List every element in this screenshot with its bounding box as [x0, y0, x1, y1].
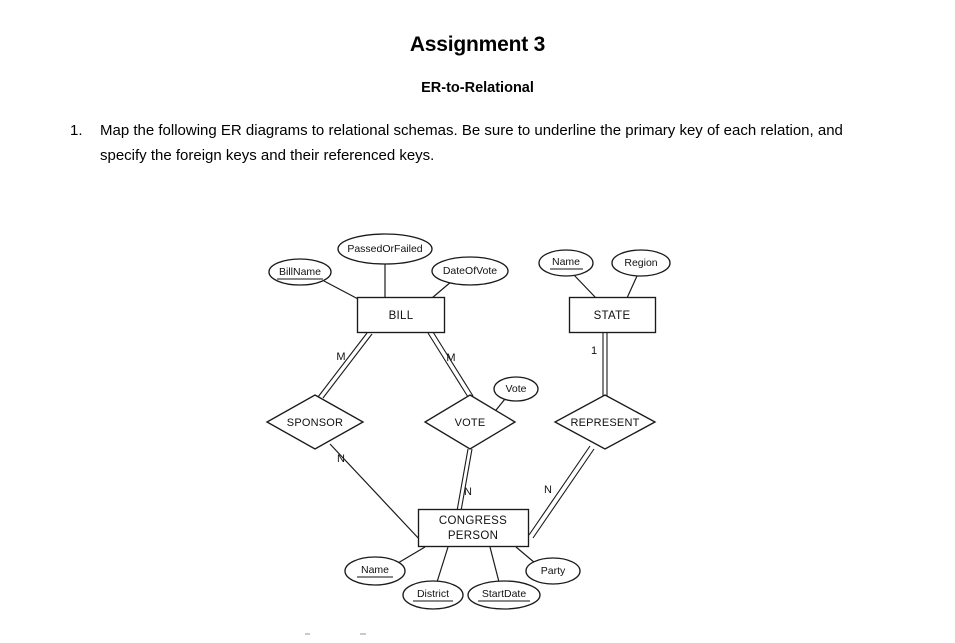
attribute-passedorfailed: PassedOrFailed [337, 233, 433, 265]
edge-cpname-congressperson [397, 546, 426, 564]
attribute-dateofvote: DateOfVote [431, 256, 509, 286]
attribute-cp-startdate-label: StartDate [482, 588, 527, 600]
attribute-cp-startdate: StartDate [467, 580, 541, 610]
attribute-state-name-label: Name [552, 256, 580, 268]
entity-bill-label: BILL [389, 310, 414, 322]
cardinality-represent-congressperson: N [544, 484, 552, 496]
cardinality-vote-congressperson: N [464, 486, 472, 498]
edge-vote-congressperson-a [456, 448, 469, 512]
edge-statename-state [572, 273, 597, 299]
edge-represent-congressperson-a [528, 445, 591, 536]
edge-sponsor-congressperson [329, 443, 422, 542]
edge-vote-congressperson-b [460, 448, 473, 512]
edge-bill-vote-b [432, 331, 474, 397]
attribute-state-region-label: Region [624, 257, 657, 269]
cardinality-state-represent: 1 [591, 345, 597, 357]
page-title: Assignment 3 [409, 33, 546, 56]
edge-startdate-congressperson [489, 546, 500, 583]
edge-party-congressperson [515, 546, 536, 564]
edge-represent-congressperson-b [532, 448, 595, 539]
scan-artifact-left [305, 633, 310, 635]
cardinality-bill-sponsor: M [336, 351, 345, 363]
attribute-cp-name: Name [344, 556, 406, 586]
attribute-state-region: Region [611, 249, 671, 277]
edge-bill-sponsor-b [322, 333, 373, 399]
attribute-billname-label: BillName [279, 266, 321, 278]
relationship-represent-label: REPRESENT [570, 417, 639, 429]
attribute-state-name: Name [538, 249, 594, 277]
attribute-vote-value-label: Vote [505, 383, 526, 395]
attribute-billname: BillName [268, 258, 332, 286]
edge-region-state [626, 275, 638, 299]
entity-congress-person-label-line2: PERSON [448, 530, 498, 542]
document-header: Assignment 3 ER-to-Relational [0, 0, 955, 96]
question-number: 1. [70, 122, 83, 139]
question-item: 1. Map the following ER diagrams to rela… [70, 118, 880, 168]
entity-congress-person: CONGRESS PERSON [417, 508, 530, 548]
attribute-cp-party: Party [525, 557, 581, 585]
entity-state-label: STATE [594, 310, 631, 322]
scan-artifact-right [360, 633, 366, 635]
page-subtitle: ER-to-Relational [421, 80, 534, 96]
edge-votevalue-vote [491, 398, 506, 416]
edge-billname-bill [323, 280, 361, 301]
relationship-represent: REPRESENT [553, 394, 657, 450]
relationship-vote-label: VOTE [455, 417, 486, 429]
attribute-dateofvote-label: DateOfVote [443, 265, 497, 277]
edge-bill-vote-a [427, 332, 469, 398]
entity-bill: BILL [356, 296, 446, 334]
attribute-cp-district-label: District [417, 588, 449, 600]
entity-state: STATE [568, 296, 657, 334]
entity-congress-person-label-line1: CONGRESS [439, 515, 507, 527]
question-text: Map the following ER diagrams to relatio… [100, 122, 843, 164]
attribute-cp-party-label: Party [541, 565, 566, 577]
attribute-cp-name-label: Name [361, 564, 389, 576]
relationship-sponsor: SPONSOR [265, 394, 365, 450]
edge-bill-sponsor-a [317, 332, 368, 398]
cardinality-sponsor-congressperson: N [337, 453, 345, 465]
relationship-vote: VOTE [423, 394, 517, 450]
attribute-vote-value: Vote [493, 376, 539, 402]
attribute-passedorfailed-label: PassedOrFailed [347, 243, 422, 255]
edge-district-congressperson [436, 546, 449, 583]
edge-dateofvote-bill [431, 280, 453, 299]
relationship-sponsor-label: SPONSOR [287, 417, 343, 429]
attribute-cp-district: District [402, 580, 464, 610]
cardinality-bill-vote: M [446, 352, 455, 364]
